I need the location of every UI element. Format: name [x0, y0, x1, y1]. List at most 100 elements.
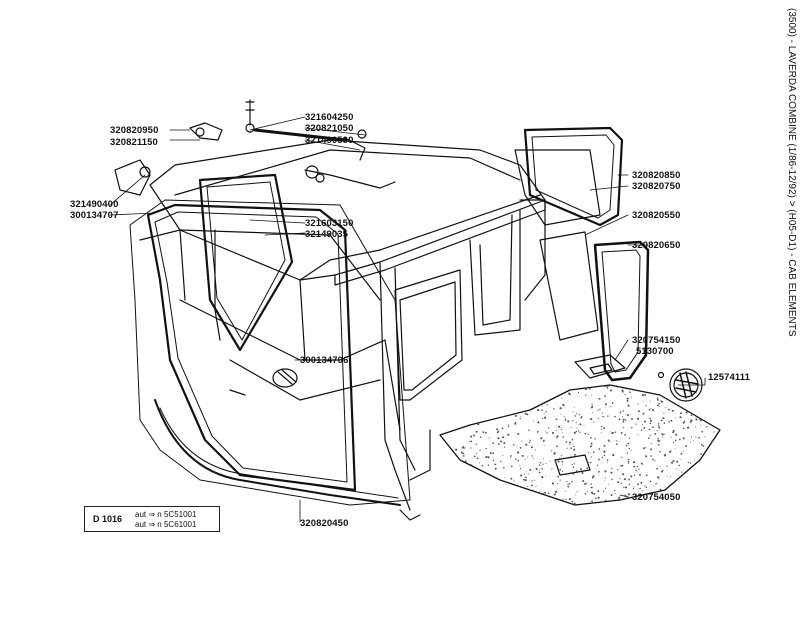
- mat-speckle-dot: [652, 458, 654, 461]
- mat-speckle-dot: [670, 450, 672, 452]
- mat-speckle-dot: [604, 480, 606, 481]
- cab-lower-frame: [179, 299, 401, 431]
- mat-speckle-dot: [600, 425, 603, 428]
- mat-speckle-dot: [556, 435, 559, 438]
- part-label-320820850[interactable]: 320820850: [632, 170, 681, 181]
- mat-speckle-dot: [475, 443, 478, 445]
- part-label-321604250[interactable]: 321604250: [305, 112, 354, 123]
- rear-window-seal: [198, 173, 294, 352]
- legend-row1-arrow-icon: ⇒: [148, 510, 156, 519]
- part-label-300134706[interactable]: 300134706: [300, 355, 349, 366]
- mat-speckle-dot: [566, 447, 568, 449]
- mat-speckle-dot: [635, 469, 637, 472]
- part-label-320821050[interactable]: 320821050: [305, 123, 354, 134]
- mat-speckle-dot: [633, 465, 636, 468]
- mat-speckle-dot: [518, 485, 520, 487]
- mat-speckle-dot: [528, 429, 530, 431]
- mat-speckle-dot: [538, 464, 541, 466]
- mat-speckle-dot: [609, 441, 611, 443]
- mat-speckle-dot: [553, 452, 556, 455]
- mat-speckle-dot: [503, 416, 505, 418]
- mat-speckle-dot: [605, 406, 607, 408]
- side-top-window-seal: [523, 126, 624, 227]
- mat-speckle-dot: [626, 452, 628, 454]
- mat-speckle-dot: [578, 413, 581, 416]
- mat-speckle-dot: [657, 443, 660, 446]
- part-label-5130700[interactable]: 5130700: [636, 346, 674, 357]
- mat-speckle-dot: [559, 407, 562, 410]
- part-label-320821150[interactable]: 320821150: [110, 137, 158, 148]
- mat-speckle-dot: [556, 437, 558, 439]
- mat-speckle-dot: [525, 443, 528, 446]
- mat-speckle-dot: [604, 385, 606, 388]
- mat-speckle-dot: [650, 408, 652, 410]
- part-label-320820750[interactable]: 320820750: [632, 181, 681, 192]
- mat-speckle-dot: [603, 427, 606, 430]
- mat-speckle-dot: [569, 441, 571, 444]
- part-label-320754150[interactable]: 320754150: [632, 335, 681, 346]
- mat-speckle-dot: [618, 498, 620, 500]
- mat-speckle-dot: [654, 460, 656, 462]
- part-label-320754050[interactable]: 320754050: [632, 492, 681, 503]
- mat-speckle-dot: [604, 403, 607, 406]
- mat-speckle-dot: [543, 413, 545, 415]
- mat-speckle-dot: [492, 442, 495, 444]
- mat-speckle-dot: [602, 415, 604, 418]
- mat-speckle-dot: [557, 482, 559, 485]
- mat-speckle-dot: [590, 486, 593, 489]
- mat-speckle-dot: [536, 431, 539, 433]
- mat-speckle-dot: [601, 456, 604, 459]
- mat-speckle-dot: [568, 392, 570, 395]
- part-label-320820650[interactable]: 320820650: [632, 240, 681, 251]
- mat-speckle-dot: [591, 500, 593, 503]
- mat-speckle-dot: [554, 460, 557, 463]
- mat-speckle-dot: [620, 465, 622, 467]
- mat-speckle-dot: [583, 424, 585, 426]
- part-label-321603150[interactable]: 321603150: [305, 218, 354, 229]
- mat-speckle-dot: [573, 445, 575, 448]
- mat-speckle-dot: [603, 451, 606, 453]
- mat-speckle-dot: [555, 429, 557, 431]
- part-label-320820950[interactable]: 320820950: [110, 125, 159, 136]
- mat-speckle-dot: [627, 442, 630, 445]
- mat-speckle-dot: [577, 391, 580, 394]
- mat-speckle-dot: [510, 456, 512, 458]
- mat-speckle-dot: [499, 460, 502, 463]
- part-label-321490350[interactable]: 32149035: [305, 229, 349, 240]
- mat-speckle-dot: [656, 398, 659, 401]
- mat-speckle-dot: [618, 496, 621, 499]
- mat-speckle-dot: [592, 412, 594, 414]
- mat-speckle-dot: [565, 418, 566, 420]
- mat-speckle-dot: [624, 494, 627, 497]
- mat-speckle-dot: [700, 453, 703, 456]
- mat-speckle-dot: [628, 478, 630, 481]
- mat-speckle-dot: [566, 480, 568, 483]
- mat-speckle-dot: [624, 486, 627, 488]
- part-label-320820450[interactable]: 320820450: [300, 518, 349, 529]
- mat-speckle-dot: [674, 439, 677, 442]
- mat-speckle-dot: [552, 408, 555, 410]
- mat-speckle-dot: [621, 390, 624, 393]
- legend-row1-value: 5C51001: [163, 510, 197, 519]
- mat-speckle-dot: [542, 492, 544, 495]
- mat-speckle-dot: [633, 474, 636, 476]
- part-label-320820550[interactable]: 320820550: [632, 210, 681, 221]
- mat-speckle-dot: [680, 452, 683, 455]
- mat-speckle-dot: [538, 469, 540, 471]
- mat-speckle-dot: [636, 417, 639, 420]
- mat-speckle-dot: [580, 468, 582, 471]
- mat-speckle-dot: [713, 431, 715, 433]
- mat-speckle-dot: [656, 397, 659, 399]
- part-label-12574111[interactable]: 12574111: [708, 372, 751, 383]
- part-label-321490500[interactable]: 321490500: [305, 135, 354, 146]
- mat-speckle-dot: [609, 406, 611, 408]
- mat-speckle-dot: [670, 419, 673, 422]
- mat-speckle-dot: [682, 421, 685, 424]
- part-label-321490400[interactable]: 321490400: [70, 199, 119, 210]
- mat-speckle-dot: [679, 416, 682, 419]
- mat-speckle-dot: [544, 491, 547, 494]
- mat-speckle-dot: [488, 437, 490, 439]
- mat-speckle-dot: [687, 426, 690, 429]
- mat-speckle-dot: [582, 480, 585, 482]
- part-label-300134707[interactable]: 300134707: [70, 210, 119, 221]
